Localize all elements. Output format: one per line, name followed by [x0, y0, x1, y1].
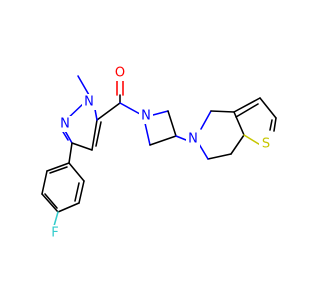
pyrazole-ring: [59, 102, 102, 151]
atom-s: S: [259, 136, 273, 152]
carbonyl-to-pyrazole-bond: [96, 102, 121, 121]
atom-f: F: [48, 225, 62, 241]
svg-text:N: N: [188, 132, 198, 147]
c-f-bond: [53, 211, 59, 227]
svg-text:N: N: [60, 117, 70, 132]
carbonyl-to-azetidine-bond: [119, 102, 141, 115]
fluorophenyl-ring: [41, 162, 85, 213]
carbonyl-bond: [116, 78, 124, 104]
azetidine-ring: [144, 110, 177, 146]
n-methyl-bond: [77, 75, 90, 96]
atom-n-piperidine: N: [186, 131, 200, 147]
molecule-structure: O N N N N S F: [41, 65, 277, 241]
atom-o: O: [113, 65, 127, 81]
svg-text:N: N: [141, 109, 151, 124]
pyrazole-to-phenyl-bond: [68, 142, 73, 164]
atom-n-azetidine: N: [139, 108, 153, 124]
tetrahydropyridine-ring: [198, 110, 245, 160]
atom-n-pyrazole-2: N: [58, 116, 72, 132]
svg-text:O: O: [115, 66, 125, 81]
svg-text:N: N: [84, 95, 94, 110]
svg-text:F: F: [51, 226, 58, 241]
azetidine-to-piperidine-bond: [175, 135, 187, 141]
atom-n-pyrazole-1: N: [82, 94, 96, 110]
svg-text:S: S: [262, 137, 270, 152]
